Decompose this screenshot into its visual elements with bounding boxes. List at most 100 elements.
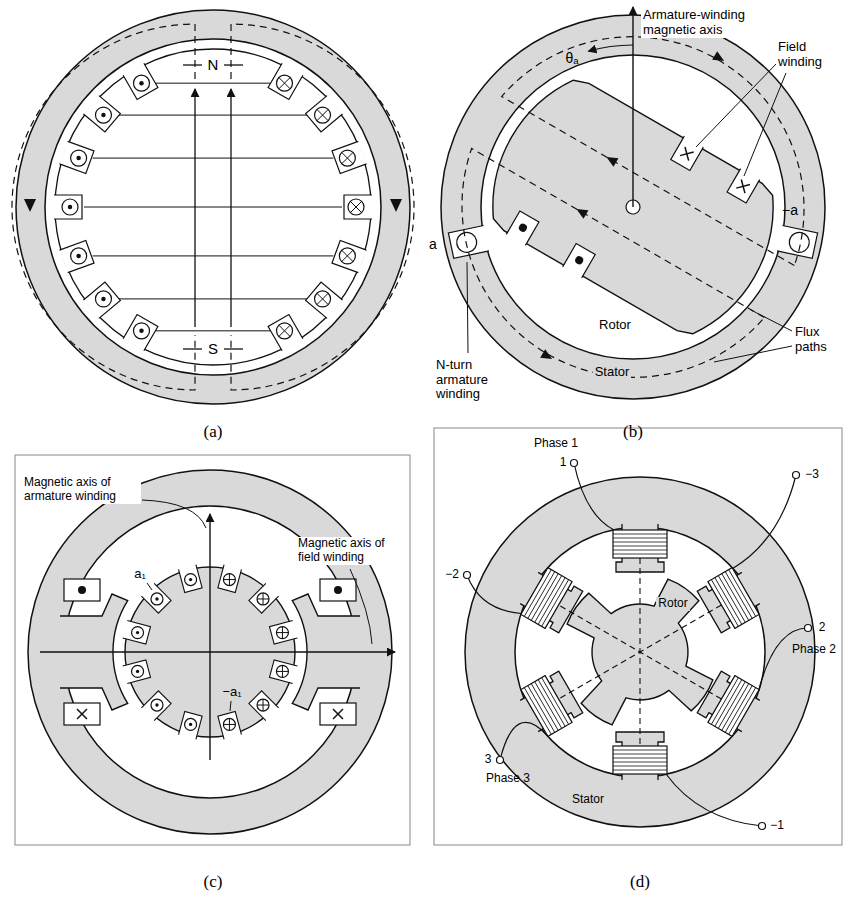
- conductor-out-of-page-dot: [101, 113, 105, 117]
- conductor-into-page: [315, 107, 331, 123]
- conductor-into-page-stroke: [317, 109, 328, 120]
- coil-side-label: a₁: [132, 567, 148, 582]
- armature-slot: [306, 96, 343, 132]
- armature-slot: [141, 691, 171, 721]
- field-direction-arrow: [194, 89, 195, 327]
- conductor-into-page: [348, 199, 364, 215]
- stator-pole: [696, 565, 765, 636]
- field-slot: [64, 703, 100, 725]
- conductor-into-page-stroke: [342, 152, 353, 163]
- pole-body: [697, 567, 763, 633]
- armature-slot: [54, 195, 82, 219]
- end-connection: [117, 298, 308, 299]
- phase-lead: [574, 463, 614, 530]
- conductor-into-page: [315, 291, 331, 307]
- flux-path: [12, 24, 195, 390]
- conductor-out-of-page-dot: [101, 297, 105, 301]
- conductor-out-of-page-dot: [155, 597, 158, 600]
- coil-crossover: [559, 605, 722, 699]
- conductor-into-page: [276, 665, 288, 677]
- coil-turn: [729, 688, 756, 735]
- conductor-into-page: [257, 593, 269, 605]
- terminal: [464, 572, 471, 579]
- conductor-into-page-stroke: [229, 574, 230, 586]
- angle-label: θₐ: [566, 50, 579, 66]
- terminal: [759, 823, 766, 830]
- callout-label: Flux paths: [795, 325, 840, 355]
- panel-d: [465, 477, 815, 827]
- field-slot: [563, 243, 596, 277]
- flux-arrowhead: [604, 153, 619, 167]
- slot-notch: [777, 225, 818, 258]
- coil-side-label: −a: [782, 202, 798, 218]
- armature-slot: [269, 621, 297, 645]
- phase-lead: [500, 722, 547, 760]
- field-slot: [671, 136, 704, 170]
- armature-slot: [123, 660, 151, 684]
- conductor-out-of-page-dot: [76, 254, 80, 258]
- pole-bar: [183, 64, 202, 65]
- conductor-out-of-page: [95, 291, 111, 307]
- end-connection: [93, 158, 334, 159]
- leader-line: [467, 262, 468, 353]
- conductor-into-page-stroke: [350, 201, 361, 212]
- coil-turn: [613, 538, 667, 539]
- field-conductor-in: [77, 709, 87, 719]
- conductor-into-page-stroke: [282, 627, 283, 639]
- conductor-into-page-stroke: [263, 699, 264, 711]
- panel-frame: [434, 428, 842, 845]
- coil-turn: [613, 762, 667, 763]
- end-connection: [93, 255, 334, 256]
- phase-coil: [521, 676, 572, 737]
- phase-label: Phase 3: [486, 772, 530, 786]
- leader-line: [696, 64, 776, 147]
- flux-arrowhead: [574, 205, 589, 219]
- conductor-out-of-page-dot: [76, 156, 80, 160]
- callout-label: N-turn armature winding: [436, 358, 506, 403]
- armature-slot: [123, 314, 158, 350]
- coil-side-label: a: [429, 236, 437, 252]
- conductor-into-page-stroke: [279, 325, 290, 336]
- panel-caption: (b): [623, 422, 643, 442]
- leader-line: [230, 701, 231, 711]
- armature-slot: [269, 660, 297, 684]
- coil-turn: [725, 572, 752, 619]
- armature-slot: [332, 141, 367, 173]
- coil-turn: [613, 550, 667, 551]
- phase-lead: [467, 575, 521, 614]
- angle-arrow: [588, 45, 633, 51]
- conductor-out-of-page: [134, 323, 150, 339]
- phase-lead: [759, 628, 808, 690]
- phase-coil: [521, 568, 572, 629]
- conductor-out-of-page: [151, 593, 163, 605]
- armature-slot: [332, 241, 367, 273]
- coil-turn: [613, 534, 667, 535]
- terminal-label: 3: [485, 753, 492, 767]
- pole-label: N: [208, 56, 219, 73]
- coil-turn: [613, 750, 667, 751]
- panel-caption: (c): [204, 872, 223, 892]
- flux-arrowhead: [540, 349, 555, 363]
- phase-leads: [464, 460, 812, 830]
- conductor-into-page-stroke: [342, 250, 353, 261]
- stator-pole: [516, 669, 585, 740]
- pole-bar: [183, 348, 202, 349]
- conductor-into-page-stroke: [317, 109, 328, 120]
- armature-slot: [218, 565, 242, 593]
- phase-coil: [613, 530, 667, 558]
- coil-side-label: −a₁: [220, 685, 243, 700]
- terminal-label: 2: [819, 621, 826, 635]
- panel-caption: (a): [204, 422, 223, 442]
- field-conductor-out: [334, 586, 342, 594]
- armature-slot: [344, 195, 372, 219]
- conductor-out-of-page: [71, 248, 87, 264]
- pole-label: S: [208, 340, 218, 357]
- conductor-into-page-stroke: [317, 293, 328, 304]
- armature-slot: [123, 621, 151, 645]
- conductor-out-of-page-dot: [189, 723, 192, 726]
- terminal-label: −3: [805, 468, 819, 482]
- axis-label: Magnetic axis of armature winding: [22, 476, 141, 504]
- field-conductor-in: [333, 709, 343, 719]
